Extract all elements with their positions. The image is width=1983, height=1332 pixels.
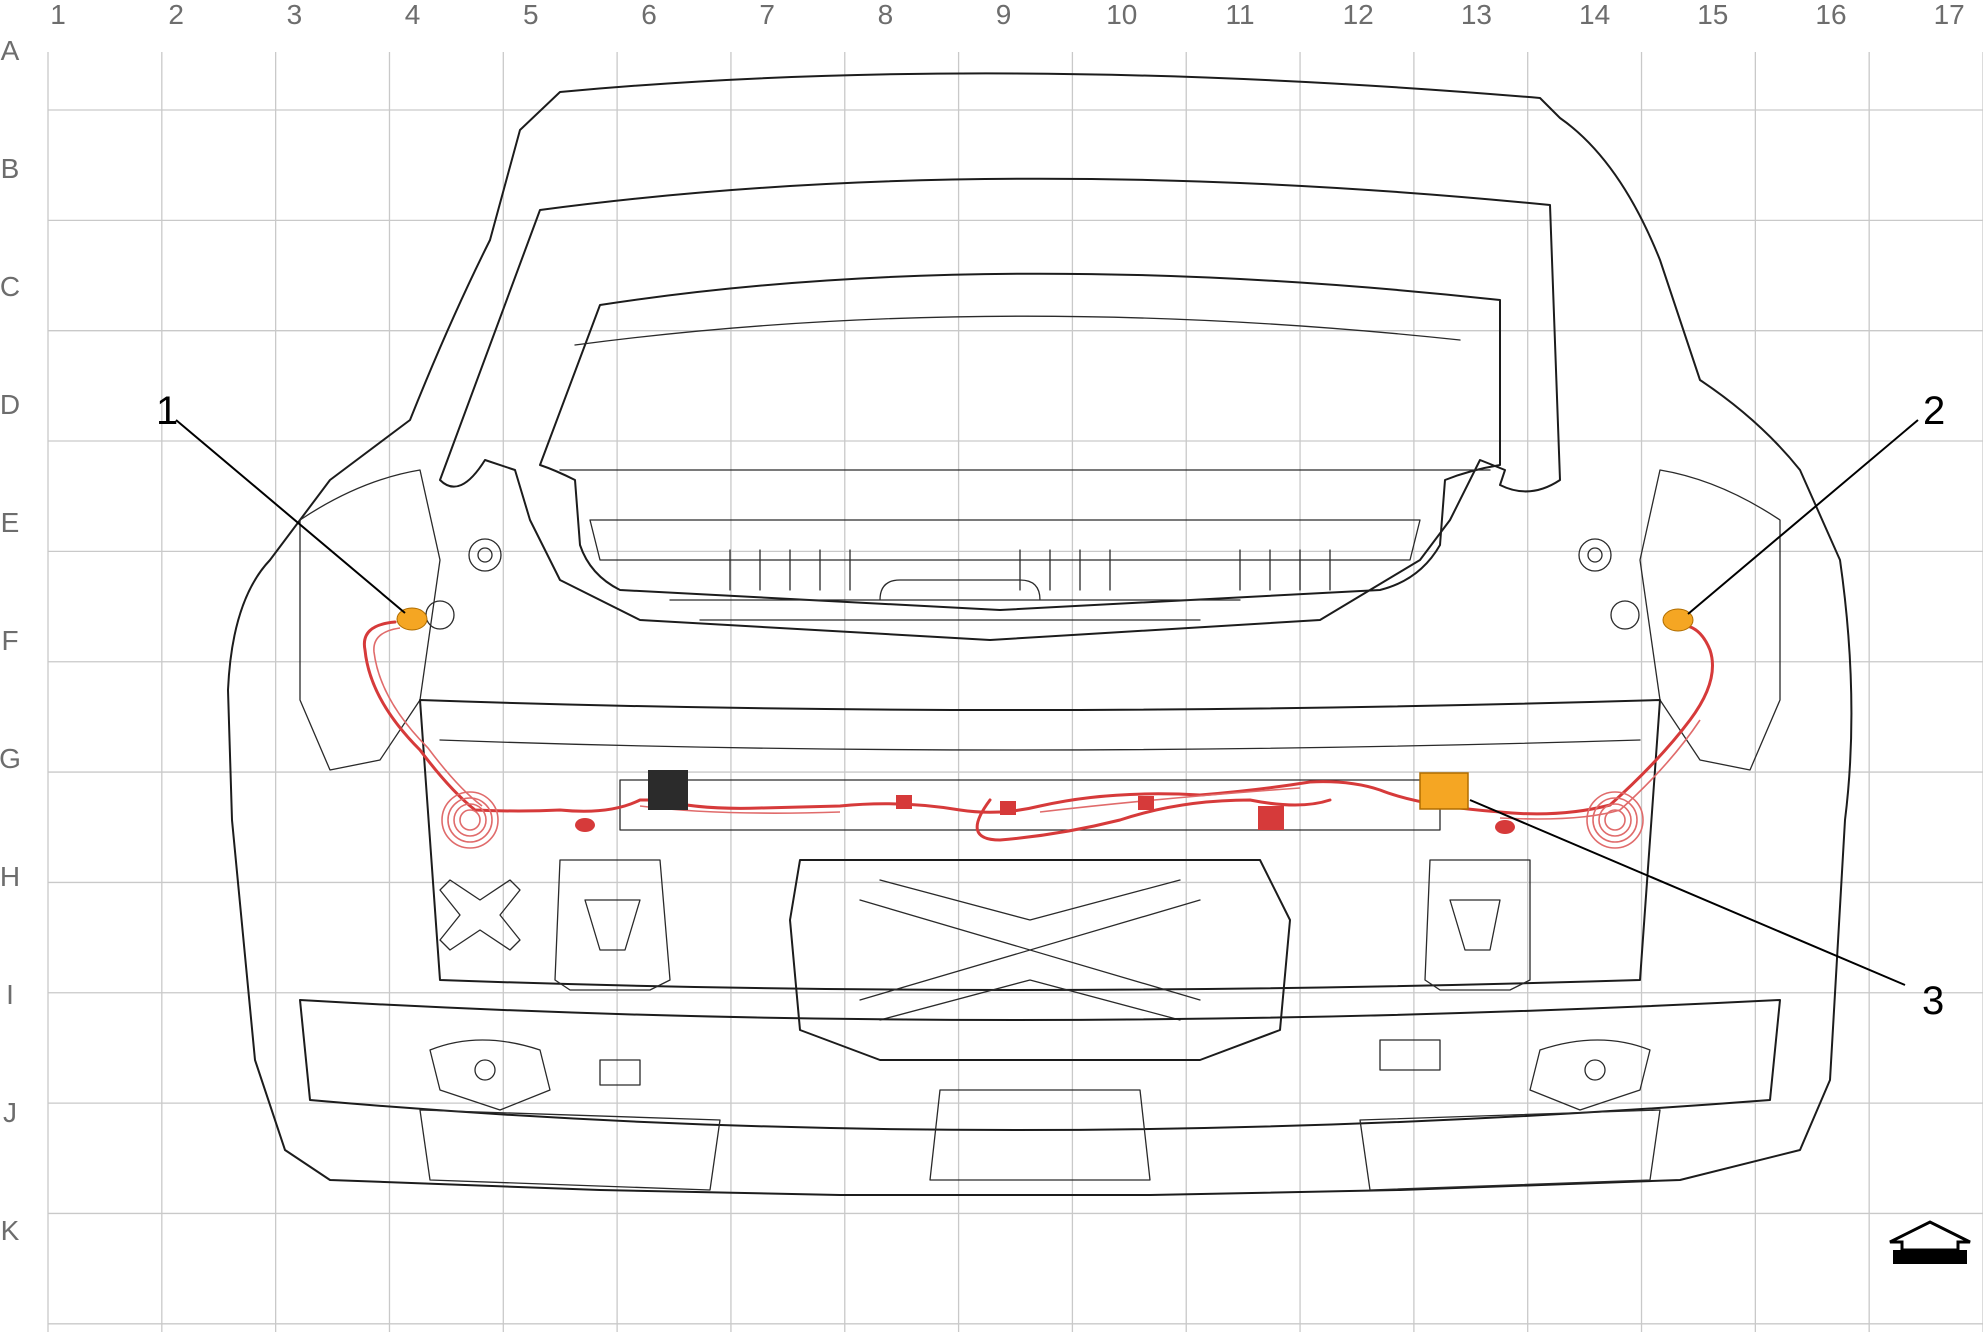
well-cross-brace-a [859,899,1201,1001]
right-suspension-mount [1529,1039,1651,1111]
right-hitch-bracket-inner [1449,899,1501,951]
harness-main-run [362,620,1714,816]
callout-2: 2 [1923,389,1945,433]
bumper-right-section [1359,1109,1661,1191]
grid-column-label: 13 [1461,0,1492,30]
right-quarter-panel [1639,469,1781,771]
grid-column-label: 15 [1697,0,1728,30]
cargo-floor-trim [669,579,1241,621]
left-lamp-mount-inner [477,547,493,563]
left-quarter-panel [299,469,441,771]
leader-3 [1469,799,1906,986]
grid-row-label: J [3,1097,17,1128]
grid-column-label: 3 [287,0,303,30]
left-harness-coil [441,791,499,849]
grid-row-label: K [1,1215,20,1246]
right-hitch-bracket [1424,859,1531,991]
grid-column-label: 8 [878,0,894,30]
glass-upper-edge [574,315,1461,346]
grid-column-label: 5 [523,0,539,30]
rear-deck-panel [589,519,1421,561]
left-lamp-mount [468,538,502,572]
inline-connector-c [1138,796,1154,810]
left-suspension-bolt [474,1059,496,1081]
right-lamp-mount [1578,538,1612,572]
right-grommet [1495,820,1515,834]
vehicle-body-outline [227,72,1853,1196]
rear-bumper-lower [299,999,1781,1131]
right-lamp-mount-inner [1587,547,1603,563]
spare-wheel-well [789,859,1291,1061]
grid-column-label: 14 [1579,0,1610,30]
rear-panel-upper-flange [439,739,1641,751]
reference-grid [47,52,1983,1332]
right-suspension-bolt [1584,1059,1606,1081]
connector-2-highlight [1662,608,1694,632]
right-upper-mount [1610,600,1640,630]
rear-end-panel [419,699,1661,991]
callout-1: 1 [156,389,178,433]
grid-row-label: E [1,507,20,538]
grid-column-label: 1 [50,0,66,30]
grid-row-label: C [0,271,20,302]
grid-row-label: D [0,389,20,420]
well-cross-brace-b [879,879,1181,1021]
left-suspension-mount [429,1039,551,1111]
left-hitch-bracket-inner [584,899,641,951]
grid-column-label: 11 [1225,0,1254,30]
forward-arrow-icon [1889,1220,1971,1264]
grid-column-label: 10 [1106,0,1137,30]
grid-row-label: F [1,625,18,656]
grid-column-label: 4 [405,0,421,30]
grid-column-label: 2 [168,0,184,30]
grid-row-label: I [6,979,14,1010]
wiring-harness [362,607,1714,849]
leader-1 [175,419,406,614]
cargo-floor-ribs [729,549,1331,591]
rear-glass-frame [439,177,1561,641]
left-hitch-bracket [554,859,671,991]
left-grommet [575,818,595,832]
harness-center-loop [975,798,1332,842]
callout-leaders [175,419,1919,986]
left-cross-bracket [439,879,521,951]
connector-3-highlight [1419,772,1469,810]
inline-connector-d [1258,806,1284,830]
callout-3: 3 [1922,979,1944,1023]
left-upper-mount [425,600,455,630]
right-harness-coil [1586,791,1644,849]
grid-row-label: A [1,35,20,66]
grid-row-label: H [0,861,20,892]
grid-row-label: G [0,743,21,774]
grid-column-label: 9 [996,0,1012,30]
grid-row-labels: ABCDEFGHIJKL [0,35,21,1246]
leader-2 [1687,419,1919,615]
grid-column-label: 17 [1934,0,1965,30]
inline-connector-b [1000,801,1016,815]
harness-parallel-strand [373,627,1701,820]
grid-column-label: 16 [1815,0,1846,30]
grid-column-label: 7 [759,0,775,30]
bumper-center-section [929,1089,1151,1181]
grid-column-label: 6 [641,0,657,30]
tow-eye-left [599,1059,641,1086]
rear-panel-beam [619,779,1441,831]
grid-column-label: 12 [1343,0,1374,30]
grid-row-label: B [1,153,20,184]
trim-cutout-right [1379,1039,1441,1071]
vehicle-rear-view [227,72,1853,1196]
tailgate-opening [539,272,1501,611]
left-black-connector [648,770,688,810]
bumper-left-section [419,1109,721,1191]
inline-connector-a [896,795,912,809]
